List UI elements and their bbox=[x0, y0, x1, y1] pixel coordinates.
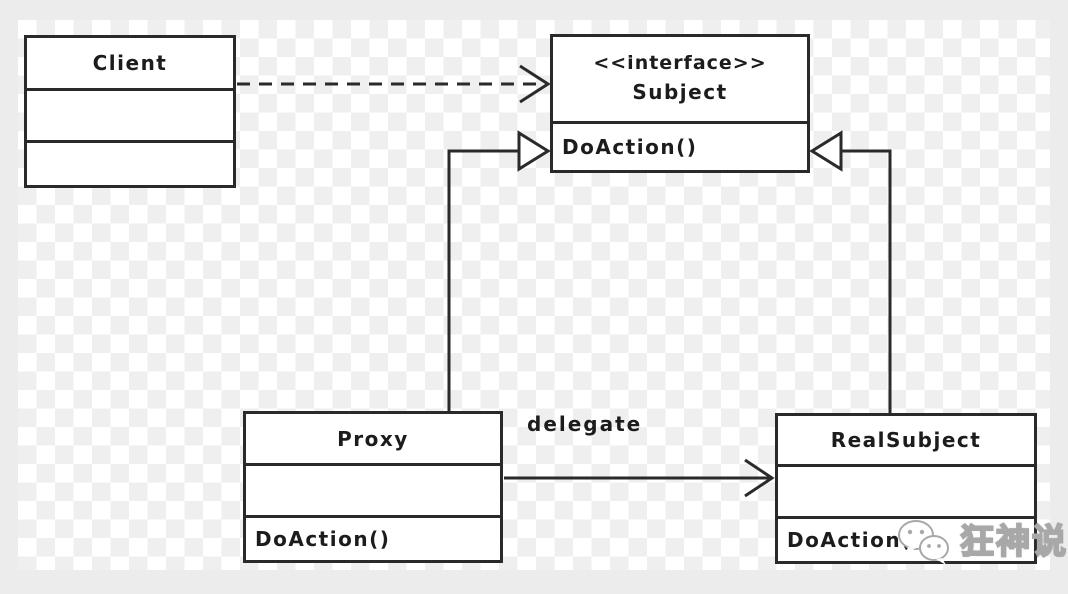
realsubject-attributes-compartment bbox=[778, 464, 1034, 516]
subject-class-name: Subject bbox=[632, 79, 728, 104]
dependency-arrow-client-to-subject bbox=[237, 64, 551, 104]
association-arrow-proxy-to-realsubject bbox=[504, 458, 775, 498]
proxy-attributes-compartment bbox=[246, 463, 500, 515]
realsubject-class-name: RealSubject bbox=[830, 428, 982, 452]
class-box-subject: <<interface>> Subject DoAction() bbox=[550, 34, 810, 173]
client-attributes-compartment bbox=[27, 88, 233, 140]
class-box-client: Client bbox=[24, 35, 236, 188]
client-class-name: Client bbox=[92, 51, 168, 75]
realization-arrow-proxy-to-subject bbox=[447, 130, 551, 411]
realization-arrow-realsubject-to-subject bbox=[809, 130, 892, 413]
subject-method-doaction: DoAction() bbox=[553, 121, 807, 170]
class-box-proxy: Proxy DoAction() bbox=[243, 411, 503, 563]
proxy-method-doaction: DoAction() bbox=[246, 515, 500, 560]
subject-stereotype: <<interface>> bbox=[593, 52, 767, 75]
realsubject-method-doaction: DoAction() bbox=[778, 516, 1034, 561]
proxy-class-name: Proxy bbox=[337, 426, 409, 451]
subject-header: <<interface>> Subject bbox=[553, 37, 807, 121]
association-label-delegate: delegate bbox=[527, 412, 643, 436]
class-box-realsubject: RealSubject DoAction() bbox=[775, 413, 1037, 564]
client-operations-compartment bbox=[27, 140, 233, 185]
